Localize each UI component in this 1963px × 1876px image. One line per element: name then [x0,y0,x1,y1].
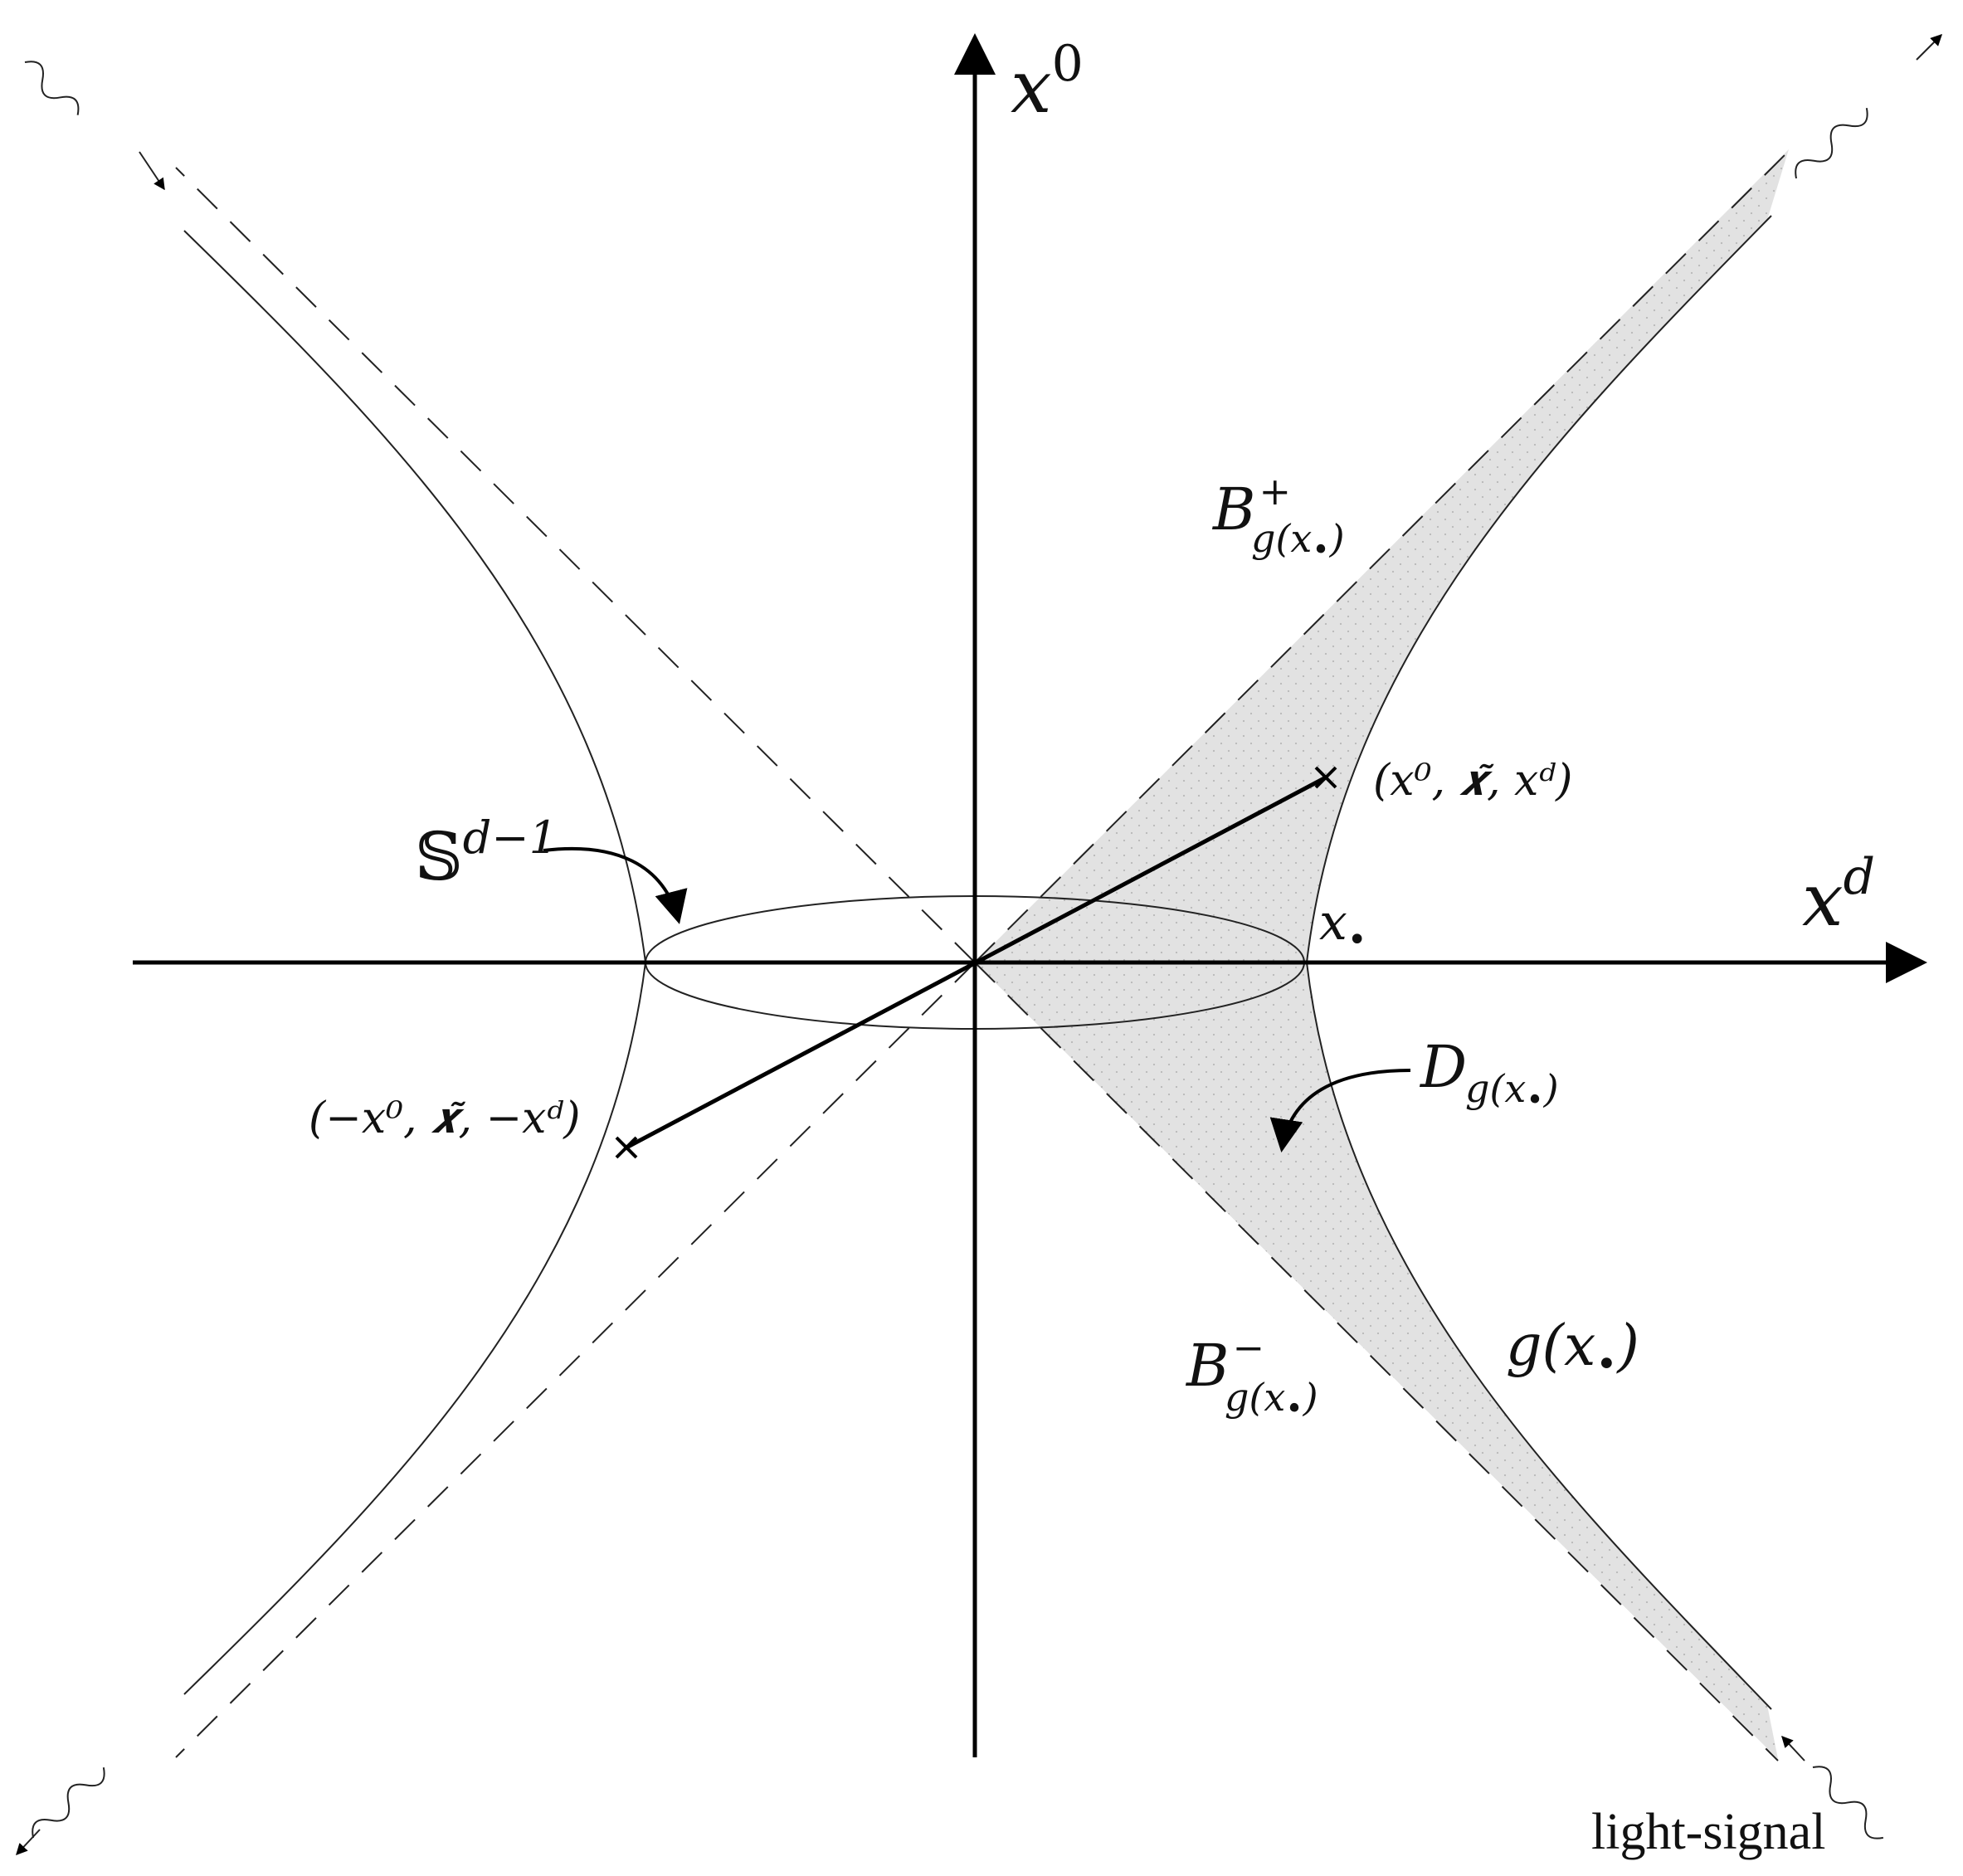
b-minus-subscript: g(x•) [1225,1375,1318,1426]
point-minus-label: (−x⁰, 𝒙̃, −xᵈ) [309,1094,581,1143]
xd-axis-label: xd [1802,848,1875,943]
shaded-region [975,149,1789,1759]
d-region-subscript: g(x•) [1465,1066,1559,1118]
x-bullet-label: x• [1319,894,1366,959]
g-x-label: g(x•) [1506,1313,1639,1386]
light-cone-upper-left [175,167,976,963]
sphere-label: 𝕊d−1 [415,811,558,895]
sphere-pointer-arrow [543,846,688,924]
light-signal-upper-right [1795,34,1942,179]
b-plus-subscript: g(x•) [1251,516,1345,568]
d-region-label: D [1419,1033,1467,1101]
point-plus-label: (x⁰, 𝒙̃, xᵈ) [1373,756,1572,806]
x0-axis-label: x0 [1011,35,1084,129]
d-region-pointer-arrow [1269,1069,1411,1152]
light-cone-upper-right [974,150,1790,963]
b-minus-label: B− [1185,1325,1264,1400]
cross-marker-minus [615,1136,638,1159]
light-cone-lower-right [974,962,1779,1761]
light-cone-lower-left [175,962,976,1758]
cross-marker-plus [1314,766,1337,789]
light-signal-label: light-signal [1591,1804,1825,1860]
antipodal-chord [625,775,1327,1150]
light-signal-lower-left [16,1766,105,1856]
b-plus-label: B+ [1211,469,1291,543]
light-signal-lower-right [1781,1735,1884,1839]
light-signal-upper-left [24,61,165,191]
